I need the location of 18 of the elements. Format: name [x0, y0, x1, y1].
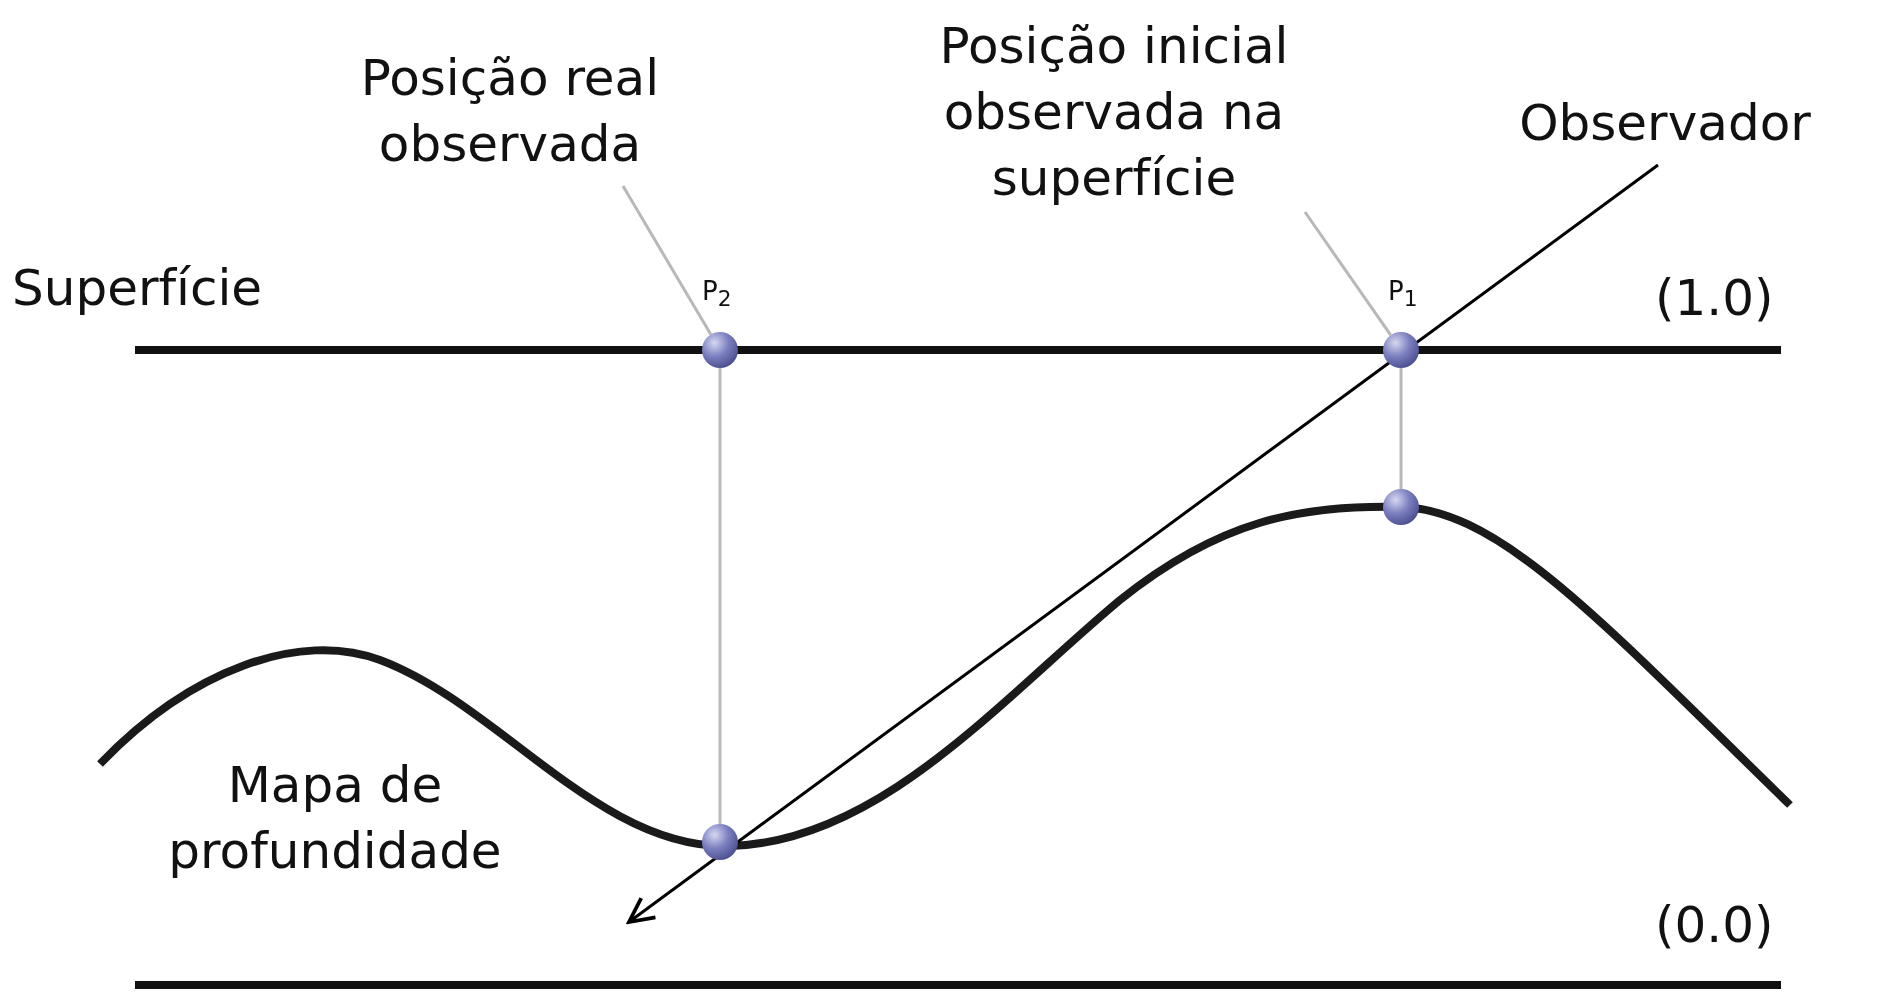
point-label: P$_{2}$	[702, 276, 732, 314]
diagram-label: Superfície	[12, 258, 264, 319]
diagram-label: Mapa de profundidade	[167, 755, 503, 882]
leader-line	[718, 368, 722, 824]
annotation-text: Posição inicial observada na superfície	[938, 16, 1290, 209]
point-marker	[702, 332, 738, 368]
leader-line	[1399, 368, 1403, 489]
sight-ray-arrow	[627, 163, 1659, 924]
diagram-label: (0.0)	[1655, 895, 1775, 956]
point-marker	[1383, 489, 1419, 525]
leader-line	[621, 185, 713, 336]
annotation-text: Observador	[1519, 93, 1811, 154]
annotation-text: Posição real observada	[359, 48, 661, 175]
point-marker	[702, 824, 738, 860]
point-marker	[1383, 332, 1419, 368]
leader-line	[1303, 211, 1392, 337]
diagram-label: (1.0)	[1655, 268, 1775, 329]
point-label: P$_{1}$	[1388, 276, 1418, 314]
